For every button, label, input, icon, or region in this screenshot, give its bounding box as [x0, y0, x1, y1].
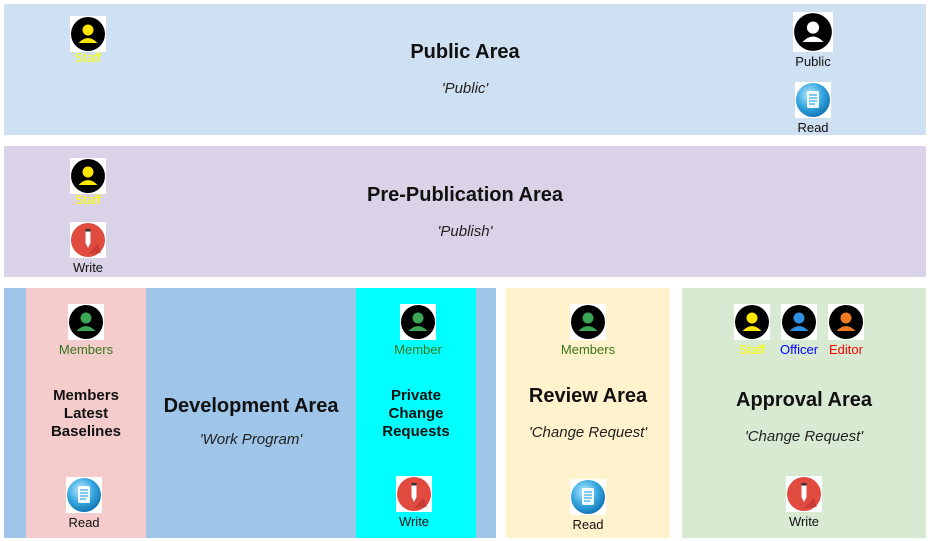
members-latest-baselines-panel: Members Latest Baselines Members Read [26, 288, 146, 538]
write-pencil-icon [70, 222, 106, 258]
members-user-icon [570, 304, 606, 340]
private-change-title: Private Change Requests [356, 387, 476, 441]
development-area-subtitle: 'Work Program' [199, 431, 303, 448]
public-area-panel: Public Area 'Public' Staff Public [4, 4, 926, 135]
approval-area-subtitle: 'Change Request' [744, 428, 864, 445]
prepublication-area-subtitle: 'Publish' [437, 223, 493, 240]
staff-user-icon [70, 16, 106, 52]
read-permission: Read [44, 477, 124, 530]
members-role: Members [46, 304, 126, 357]
read-permission: Read [548, 479, 628, 532]
staff-user-icon [734, 304, 770, 340]
private-change-title-line3: Requests [382, 423, 450, 440]
prepublication-area-panel: Pre-Publication Area 'Publish' Staff Wri… [4, 146, 926, 277]
members-baselines-title: Members Latest Baselines [26, 387, 146, 441]
private-change-title-line1: Private [390, 387, 442, 404]
read-document-icon [66, 477, 102, 513]
approval-area-panel: Approval Area 'Change Request' Staff Off… [682, 288, 926, 538]
editor-label: Editor [829, 342, 863, 357]
staff-user-icon [70, 158, 106, 194]
write-label: Write [788, 514, 820, 529]
approval-area-title: Approval Area [736, 389, 872, 411]
write-pencil-icon [396, 476, 432, 512]
members-baselines-title-line2: Latest [63, 405, 109, 422]
editor-user-icon [828, 304, 864, 340]
officer-label: Officer [779, 342, 819, 357]
members-user-icon [68, 304, 104, 340]
read-label: Read [572, 517, 604, 532]
read-label: Read [797, 120, 829, 135]
read-document-icon [795, 82, 831, 118]
editor-role: Editor [806, 304, 886, 357]
public-label: Public [795, 54, 831, 69]
members-label: Members [58, 342, 114, 357]
public-area-title: Public Area [410, 41, 520, 63]
write-label: Write [72, 260, 104, 275]
staff-label: Staff [74, 50, 102, 65]
staff-label: Staff [738, 342, 766, 357]
development-area-title: Development Area [163, 395, 339, 417]
review-area-panel: Review Area 'Change Request' Members Rea… [506, 288, 670, 538]
write-permission: Write [374, 476, 454, 529]
prepublication-area-title: Pre-Publication Area [367, 184, 563, 206]
members-role: Members [548, 304, 628, 357]
members-baselines-title-line3: Baselines [50, 423, 122, 440]
member-role: Member [378, 304, 458, 357]
members-label: Members [560, 342, 616, 357]
write-permission: Write [48, 222, 128, 275]
public-role: Public [773, 12, 853, 69]
private-change-requests-panel: Private Change Requests Member Write [356, 288, 476, 538]
public-user-icon [793, 12, 833, 52]
write-pencil-icon [786, 476, 822, 512]
staff-role: Staff [712, 304, 792, 357]
officer-user-icon [781, 304, 817, 340]
review-area-title: Review Area [528, 385, 648, 407]
member-user-icon [400, 304, 436, 340]
read-label: Read [68, 515, 100, 530]
staff-role: Staff [48, 158, 128, 207]
public-area-subtitle: 'Public' [441, 80, 489, 97]
staff-label: Staff [74, 192, 102, 207]
member-label: Member [394, 342, 442, 357]
write-label: Write [398, 514, 430, 529]
read-document-icon [570, 479, 606, 515]
private-change-title-line2: Change [388, 405, 444, 422]
review-area-subtitle: 'Change Request' [528, 424, 648, 441]
read-permission: Read [773, 82, 853, 135]
officer-role: Officer [759, 304, 839, 357]
write-permission: Write [764, 476, 844, 529]
members-baselines-title-line1: Members [53, 387, 119, 404]
staff-role: Staff [48, 16, 128, 65]
